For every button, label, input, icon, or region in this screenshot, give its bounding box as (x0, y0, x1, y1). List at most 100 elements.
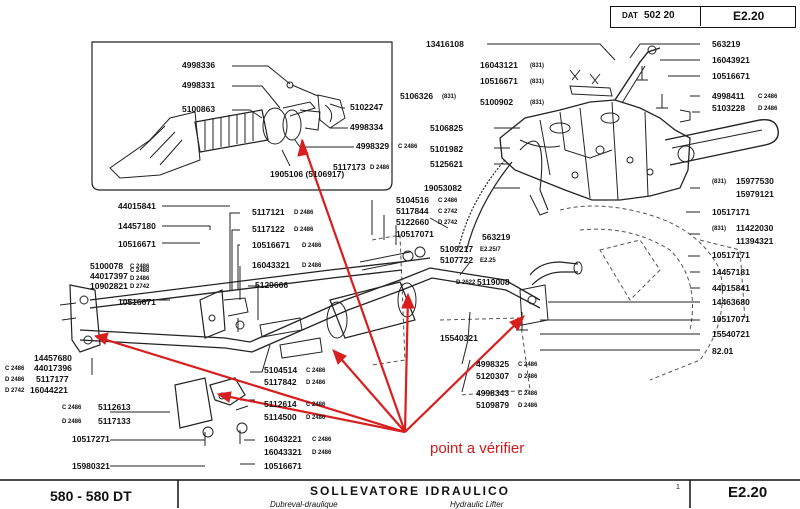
part-variant: (831) (530, 100, 545, 106)
header-dat-number: 502 20 (644, 10, 675, 21)
part-variant: C 2486 (438, 198, 458, 204)
part-variant: C 2486 (306, 368, 326, 374)
part-variant: C 2486 (398, 144, 418, 150)
part-label: 563219 (712, 39, 741, 49)
part-variant: D 2486 (302, 263, 322, 269)
part-label: 5120307 (476, 371, 510, 381)
part-variant: (831) (530, 63, 545, 69)
part-variant: E2.25/7 (480, 247, 501, 253)
part-label: 16043921 (712, 55, 750, 65)
part-label: 5114500 (264, 412, 297, 422)
part-label: 10516671 (712, 71, 750, 81)
lift-housing (499, 99, 691, 201)
part-variant: D 2486 (294, 210, 314, 216)
part-label: 5112614 (264, 399, 297, 409)
part-label: 4998329 (356, 141, 390, 151)
part-label: 19053082 (424, 183, 462, 193)
part-label: 10517071 (712, 314, 750, 324)
part-label: 4998325 (476, 359, 510, 369)
part-variant: (831) (712, 226, 727, 232)
part-label: 14463680 (712, 297, 750, 307)
part-label: 15540721 (712, 329, 750, 339)
inset-box (91, 41, 393, 191)
part-variant: C 2486 (312, 437, 332, 443)
part-label: 5129666 (255, 280, 289, 290)
part-variant: C 2742 (438, 209, 458, 215)
part-variant: C 2486 (62, 405, 82, 411)
part-variant: D 2486 (312, 450, 332, 456)
part-label: 5117173 (333, 162, 366, 172)
part-label: 5117844 (396, 206, 429, 216)
hydraulic-hose (457, 159, 506, 251)
part-label: 10517171 (712, 207, 750, 217)
part-variant: D 2742 (130, 284, 150, 290)
part-label: 5109217 (440, 244, 474, 254)
part-variant: D 2486 (62, 419, 82, 425)
part-variant: D 2486 (518, 403, 538, 409)
part-label: 5117842 (264, 377, 297, 387)
lift-arm (664, 119, 779, 166)
part-label: 44017396 (34, 363, 72, 373)
part-label: 5100902 (480, 97, 514, 107)
part-label: 4998343 (476, 388, 510, 398)
handle-grip (194, 109, 269, 153)
part-variant: D 2486 (306, 415, 326, 421)
part-variant: D 2742 (438, 220, 458, 226)
part-label: 44015841 (118, 201, 156, 211)
part-label: 14457180 (118, 221, 156, 231)
part-label: 16043321 (252, 260, 290, 270)
part-label: 10517271 (72, 434, 110, 444)
part-label: 15540321 (440, 333, 478, 343)
part-label: 5109879 (476, 400, 510, 410)
part-label: 5117177 (36, 374, 69, 384)
part-variant: (831) (712, 179, 727, 185)
part-label: 4998334 (350, 122, 384, 132)
part-variant: (831) (530, 79, 545, 85)
footer-page-code: E2.20 (728, 484, 768, 501)
part-label: 5101982 (430, 144, 464, 154)
red-arrows (93, 138, 525, 434)
part-label: 82.01 (712, 346, 734, 356)
part-variant: C 2486 (130, 268, 150, 274)
part-label: 44017397 (90, 271, 128, 281)
part-label: 15979121 (736, 189, 774, 199)
footer-subtitle-left: Dubreval-draulique (270, 500, 338, 509)
part-variant: D 2486 (306, 380, 326, 386)
part-label: 14457181 (712, 267, 750, 277)
motor-body (109, 111, 201, 179)
part-label: 5100863 (182, 104, 216, 114)
part-label: 5102247 (350, 102, 384, 112)
part-label: 44015841 (712, 283, 750, 293)
part-variant: E2.25 (480, 258, 496, 264)
part-label: 10516671 (252, 240, 290, 250)
part-label: 5106825 (430, 123, 464, 133)
part-label: 10516671 (480, 76, 518, 86)
part-variant: D 2742 (5, 388, 25, 394)
part-label: 16043121 (480, 60, 518, 70)
part-label: 10516671 (118, 239, 156, 249)
footer-subtitle-right: Hydraulic Lifter (450, 500, 504, 509)
header-box (610, 6, 796, 28)
part-label: 10516671 (118, 297, 156, 307)
part-label: 10517171 (712, 250, 750, 260)
footer-page-num: 1 (676, 484, 680, 491)
part-label: 16043321 (264, 447, 302, 457)
part-label: 5122660 (396, 217, 430, 227)
part-label: 15980321 (72, 461, 110, 471)
part-label: 10516671 (264, 461, 302, 471)
part-label: 11394321 (736, 236, 774, 246)
part-label: 5107722 (440, 255, 474, 265)
part-variant: C 2486 (130, 264, 150, 270)
part-variant: D 2486 (370, 165, 390, 171)
part-label: 4998331 (182, 80, 216, 90)
part-variant: D 2486 (302, 243, 322, 249)
cylinder (326, 281, 417, 339)
header-page-code: E2.20 (733, 9, 765, 23)
part-variant: C 2486 (5, 366, 25, 372)
part-label: 5106326 (400, 91, 434, 101)
part-label: 16043221 (264, 434, 302, 444)
part-label: 10517071 (396, 229, 434, 239)
annotation-note: point a vérifier (430, 440, 525, 457)
part-variant: D 2486 (758, 106, 778, 112)
